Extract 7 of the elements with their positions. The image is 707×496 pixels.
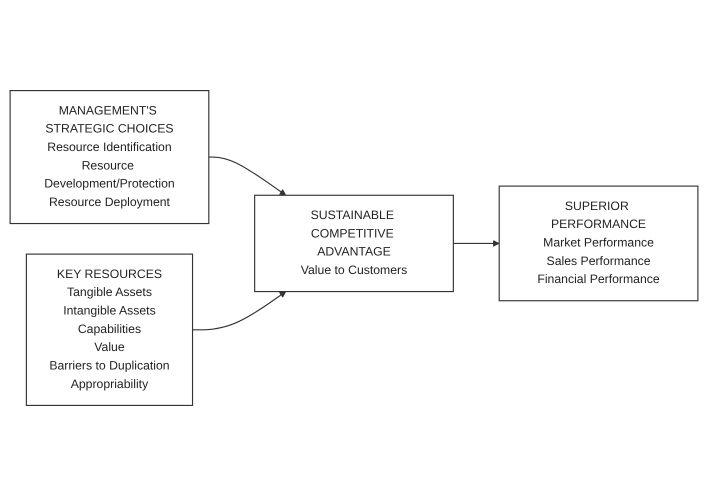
arrow xyxy=(452,240,499,247)
node-box: KEY RESOURCES Tangible Assets Intangible Assets Capabilities Value Barriers to Duplication Appropriability xyxy=(25,254,193,406)
node-box: SUPERIOR PERFORMANCE Market Performance Sales Performance Financial Performance xyxy=(498,186,698,302)
arrow xyxy=(192,291,286,330)
arrow xyxy=(208,156,286,196)
node-box: SUSTAINABLE COMPETITIVE ADVANTAGE Value to Customers xyxy=(254,194,454,292)
node-box: MANAGEMENT'S STRATEGIC CHOICES Resource Identification Resource Development/Protection Resource Deployment xyxy=(9,90,209,224)
